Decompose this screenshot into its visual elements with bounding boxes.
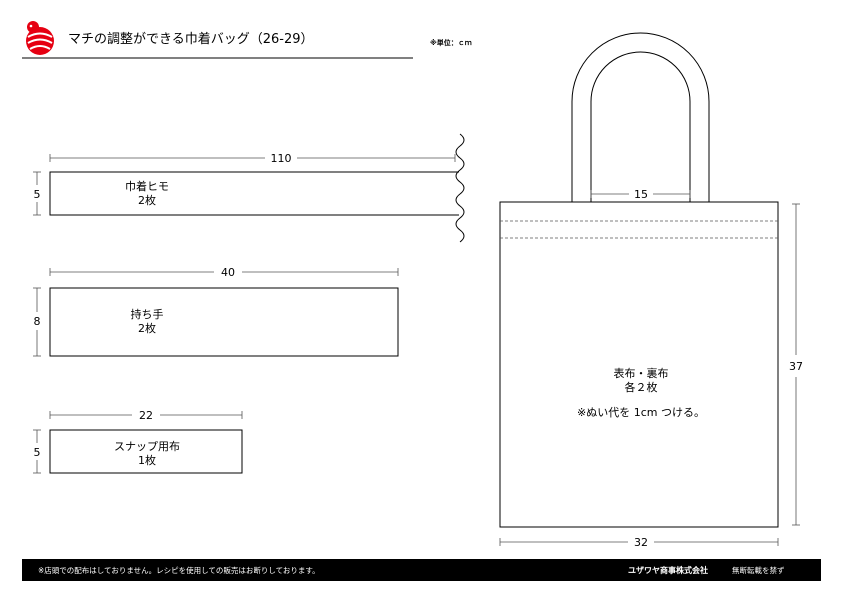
bag-handle-inner [590,51,691,202]
drawstring-outline [49,171,459,216]
unit-note: ※単位：ｃｍ [430,38,472,47]
bag-height-label: 37 [789,360,803,373]
handle-count: 2枚 [138,321,156,335]
handle-height-dimension: 8 [33,287,41,357]
bag-count: 各２枚 [625,380,658,394]
bag-name: 表布・裏布 [614,366,669,380]
drawstring-height-label: 5 [34,188,41,201]
bag-width-label: 32 [634,536,648,549]
footer-copyright: 無断転載を禁ず [732,565,785,575]
drawstring-width-label: 110 [271,152,292,165]
drawstring-piece: 110 5 巾着ヒモ 2枚 [33,133,465,243]
bag-width-dimension: 32 [499,536,779,549]
handle-width-label: 40 [221,266,235,279]
snap-cloth-height-label: 5 [34,446,41,459]
snap-cloth-outline [49,429,243,474]
snap-cloth-piece: 22 5 スナップ用布 1枚 [33,409,243,474]
drawstring-height-dimension: 5 [33,171,41,216]
footer-notice: ※店頭での配布はしておりません。レシピを使用しての販売はお断りしております。 [38,565,320,575]
snap-cloth-width-label: 22 [139,409,153,422]
handle-height-label: 8 [34,315,41,328]
handle-name: 持ち手 [131,307,164,321]
handle-piece: 40 8 持ち手 2枚 [33,266,399,357]
bag-handle-width-label: 15 [634,188,648,201]
drawstring-name: 巾着ヒモ [125,179,169,193]
bag-height-dimension: 37 [789,203,803,526]
snap-cloth-width-dimension: 22 [49,409,243,422]
footer-bar: ※店頭での配布はしておりません。レシピを使用しての販売はお断りしております。 ユ… [22,559,821,581]
handle-width-dimension: 40 [49,266,399,279]
seam-allowance-note: ※ぬい代を 1cm つける。 [577,406,705,419]
handle-outline [49,287,399,357]
snap-cloth-count: 1枚 [138,453,156,467]
brand-logo [26,21,54,55]
snap-cloth-height-dimension: 5 [33,429,41,474]
bag-handle-outer [571,32,710,202]
footer-company: ユザワヤ商事株式会社 [628,565,708,575]
page-title: マチの調整ができる巾着バッグ（26-29） [68,31,314,47]
bag-piece: 15 37 32 表布・裏布 各２枚 ※ぬい代を 1cm つける。 [499,32,803,549]
bag-body-outline [499,201,779,528]
snap-cloth-name: スナップ用布 [114,440,180,453]
drawstring-count: 2枚 [138,193,156,207]
bag-handle-width-dimension: 15 [590,188,691,201]
drawstring-cut-wave [455,133,465,243]
drawstring-width-dimension: 110 [49,152,456,165]
